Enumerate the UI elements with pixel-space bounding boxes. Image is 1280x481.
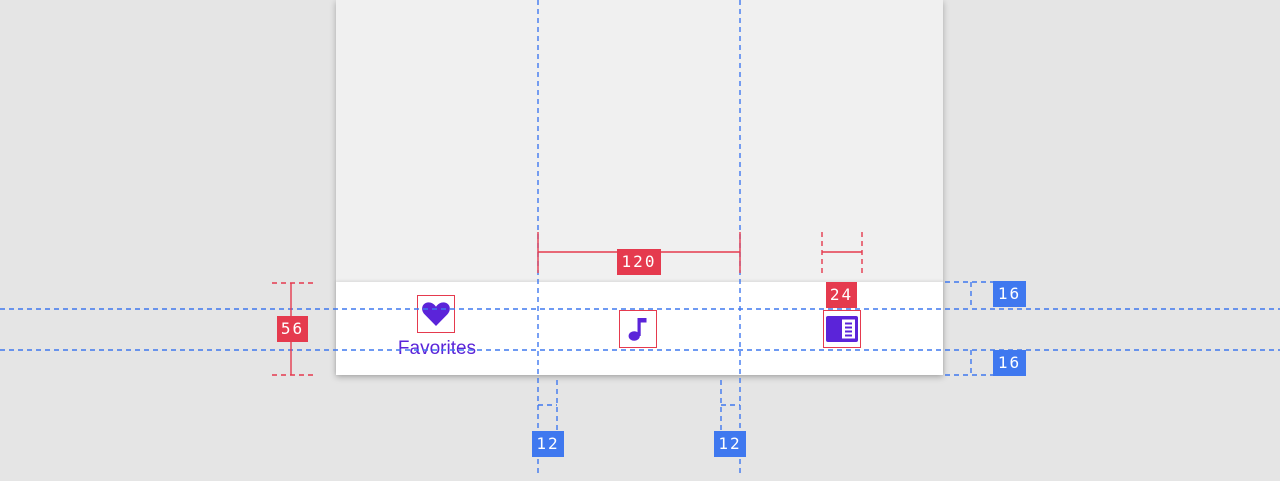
top-padding-badge: 16 <box>993 281 1026 307</box>
bottom-padding-badge: 16 <box>993 350 1026 376</box>
nav-item-music[interactable] <box>578 282 700 375</box>
bottom-navigation-bar: Favorites <box>336 282 943 375</box>
nav-item-label: Favorites <box>397 338 477 359</box>
right-padding-badge: 12 <box>714 431 746 457</box>
heart-icon <box>417 295 455 333</box>
height-56-badge: 56 <box>277 316 308 342</box>
nav-item-favorites[interactable]: Favorites <box>376 282 498 375</box>
music-note-icon <box>619 310 657 348</box>
news-icon <box>823 310 861 348</box>
left-padding-badge: 12 <box>532 431 564 457</box>
device-screen: Favorites <box>336 0 943 375</box>
nav-item-news[interactable] <box>783 282 905 375</box>
